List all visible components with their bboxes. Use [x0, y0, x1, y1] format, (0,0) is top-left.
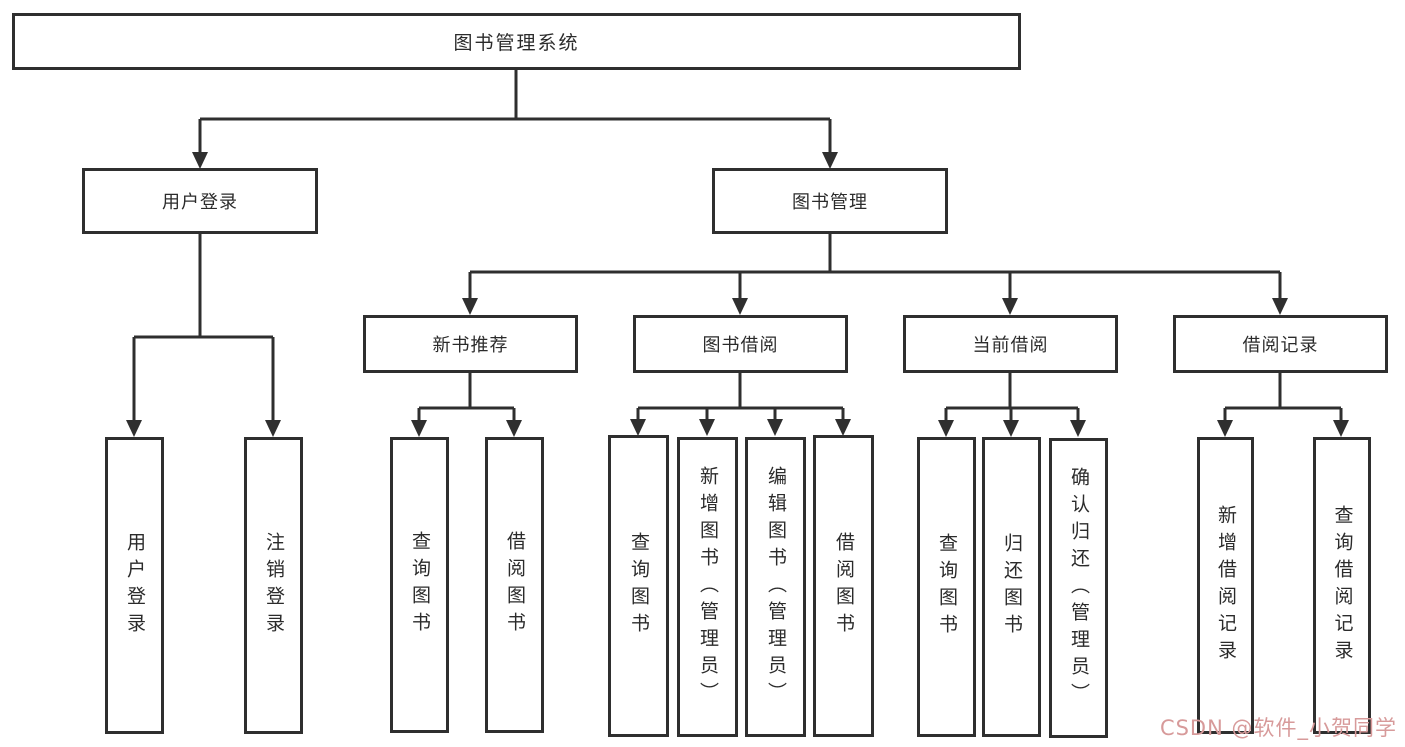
- arrow-down-icon: [1003, 420, 1019, 437]
- leaf-edit-book-admin: 编辑图书（管理员）: [745, 437, 806, 737]
- node-label: 借阅记录: [1242, 335, 1319, 356]
- node-label: 图书借阅: [702, 335, 779, 356]
- leaf-confirm-return-admin: 确认归还（管理员）: [1049, 438, 1108, 738]
- arrow-down-icon: [1070, 420, 1086, 437]
- leaf-label: 注销登录: [263, 531, 285, 640]
- arrow-down-icon: [835, 419, 851, 436]
- leaf-borrow-books-recommend: 借阅图书: [485, 437, 544, 733]
- arrow-down-icon: [462, 298, 478, 315]
- arrow-down-icon: [767, 419, 783, 436]
- arrow-down-icon: [506, 420, 522, 437]
- node-library-management-system: 图书管理系统: [12, 13, 1021, 70]
- node-borrowing-records: 借阅记录: [1173, 315, 1388, 373]
- leaf-label: 用户登录: [124, 531, 146, 640]
- leaf-label: 借阅图书: [504, 531, 526, 639]
- arrow-down-icon: [1217, 420, 1233, 437]
- arrow-down-icon: [1272, 298, 1288, 315]
- leaf-label: 借阅图书: [833, 532, 855, 640]
- arrow-down-icon: [265, 420, 281, 437]
- arrow-down-icon: [411, 420, 427, 437]
- leaf-label: 编辑图书（管理员）: [765, 465, 787, 709]
- node-user-login: 用户登录: [82, 168, 318, 234]
- node-label: 当前借阅: [972, 335, 1049, 356]
- leaf-label: 查询图书: [936, 533, 958, 641]
- leaf-query-books-borrowing: 查询图书: [608, 435, 669, 737]
- connector-line-group: [132, 69, 1343, 422]
- node-book-borrowing: 图书借阅: [633, 315, 848, 373]
- node-label: 新书推荐: [432, 335, 509, 356]
- node-label: 用户登录: [162, 192, 238, 213]
- node-label: 图书管理系统: [453, 32, 580, 54]
- leaf-label: 查询借阅记录: [1331, 504, 1354, 667]
- leaf-return-books: 归还图书: [982, 437, 1041, 737]
- leaf-add-book-admin: 新增图书（管理员）: [677, 437, 738, 737]
- leaf-label: 查询图书: [409, 531, 431, 639]
- leaf-borrow-books-borrowing: 借阅图书: [813, 435, 874, 737]
- node-new-book-recommend: 新书推荐: [363, 315, 578, 373]
- arrow-down-icon: [938, 420, 954, 437]
- leaf-query-books-recommend: 查询图书: [390, 437, 449, 733]
- leaf-label: 新增借阅记录: [1215, 504, 1237, 667]
- arrow-down-icon: [822, 152, 838, 169]
- leaf-label: 归还图书: [1001, 533, 1023, 641]
- arrow-down-icon: [126, 420, 142, 437]
- arrow-down-icon: [192, 152, 208, 169]
- arrow-down-icon: [732, 298, 748, 315]
- leaf-query-books-current: 查询图书: [917, 437, 976, 737]
- node-current-borrowing: 当前借阅: [903, 315, 1118, 373]
- leaf-label: 新增图书（管理员）: [697, 465, 719, 709]
- leaf-label: 查询图书: [628, 532, 650, 640]
- arrow-down-icon: [699, 419, 715, 436]
- leaf-add-borrow-record: 新增借阅记录: [1197, 437, 1254, 734]
- leaf-query-borrow-record: 查询借阅记录: [1313, 437, 1371, 734]
- leaf-user-login: 用户登录: [105, 437, 164, 734]
- arrowhead-group: [126, 152, 1349, 437]
- arrow-down-icon: [630, 419, 646, 436]
- watermark: CSDN @软件_小贺同学: [1159, 716, 1397, 740]
- arrow-down-icon: [1002, 298, 1018, 315]
- node-book-management: 图书管理: [712, 168, 948, 234]
- leaf-logout-login: 注销登录: [244, 437, 303, 734]
- leaf-label: 确认归还（管理员）: [1068, 466, 1090, 710]
- arrow-down-icon: [1333, 420, 1349, 437]
- node-label: 图书管理: [792, 192, 868, 213]
